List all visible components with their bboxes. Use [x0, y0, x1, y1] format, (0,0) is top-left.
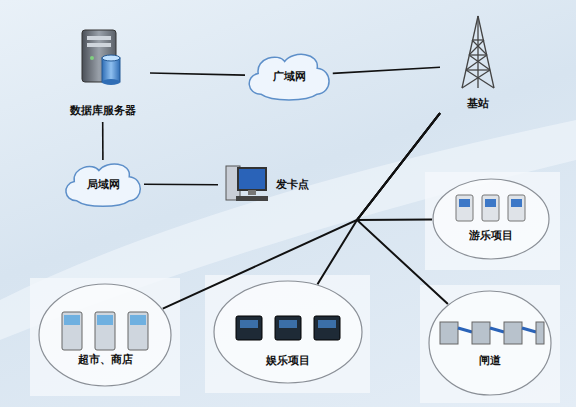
panel [420, 285, 560, 403]
kiosk-icons [456, 195, 525, 221]
server-icon [82, 30, 120, 85]
panel [30, 278, 180, 396]
ellipse-outline [429, 291, 551, 395]
zone-ellipse: 娱乐项目 [213, 280, 363, 384]
node-label: 超市、商店 [38, 353, 172, 366]
ellipse-outline [433, 179, 549, 259]
ellipse-outline [213, 280, 363, 384]
ellipse-outline [38, 283, 172, 387]
zone-ellipse: 超市、商店 [38, 283, 172, 387]
ellipse-outline [39, 284, 171, 386]
zone-ellipse: 游乐项目 [432, 178, 550, 260]
node-label: 数据库服务器 [55, 104, 150, 117]
node-label: 发卡点 [270, 178, 315, 191]
connector-line [144, 184, 218, 186]
ellipse-outline [428, 290, 552, 396]
computer-icon [226, 166, 268, 201]
node-label: 游乐项目 [432, 229, 550, 242]
connector-line [150, 73, 245, 75]
turnstile-icons [440, 322, 544, 344]
node-label: 闸道 [428, 354, 552, 367]
pos-terminal-icons [62, 312, 148, 350]
network-cloud: 局域网 [62, 160, 144, 208]
device-node: 发卡点 [218, 160, 313, 210]
connector-line [102, 122, 104, 160]
node-label: 局域网 [62, 178, 144, 191]
connector-line [163, 113, 440, 308]
node-label: 基站 [440, 97, 515, 110]
tower-icon [462, 16, 494, 88]
connector-line [318, 113, 441, 284]
network-cloud: 广域网 [245, 50, 333, 102]
panel [425, 172, 560, 270]
panel [205, 275, 370, 393]
reader-icons [236, 316, 340, 340]
ellipse-outline [214, 281, 362, 383]
zone-ellipse: 闸道 [428, 290, 552, 396]
node-label: 娱乐项目 [213, 354, 363, 367]
ellipse-outline [432, 178, 550, 260]
node-label: 广域网 [245, 70, 333, 83]
connector-line [333, 67, 440, 73]
device-node: 基站 [440, 15, 515, 115]
device-node: 数据库服务器 [55, 22, 150, 122]
